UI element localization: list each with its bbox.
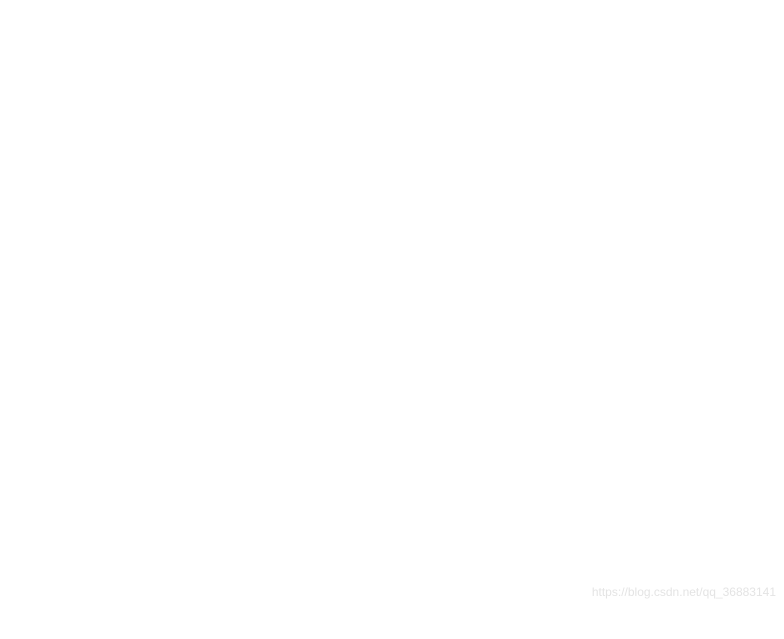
watermark: https://blog.csdn.net/qq_36883141 [591,585,776,599]
